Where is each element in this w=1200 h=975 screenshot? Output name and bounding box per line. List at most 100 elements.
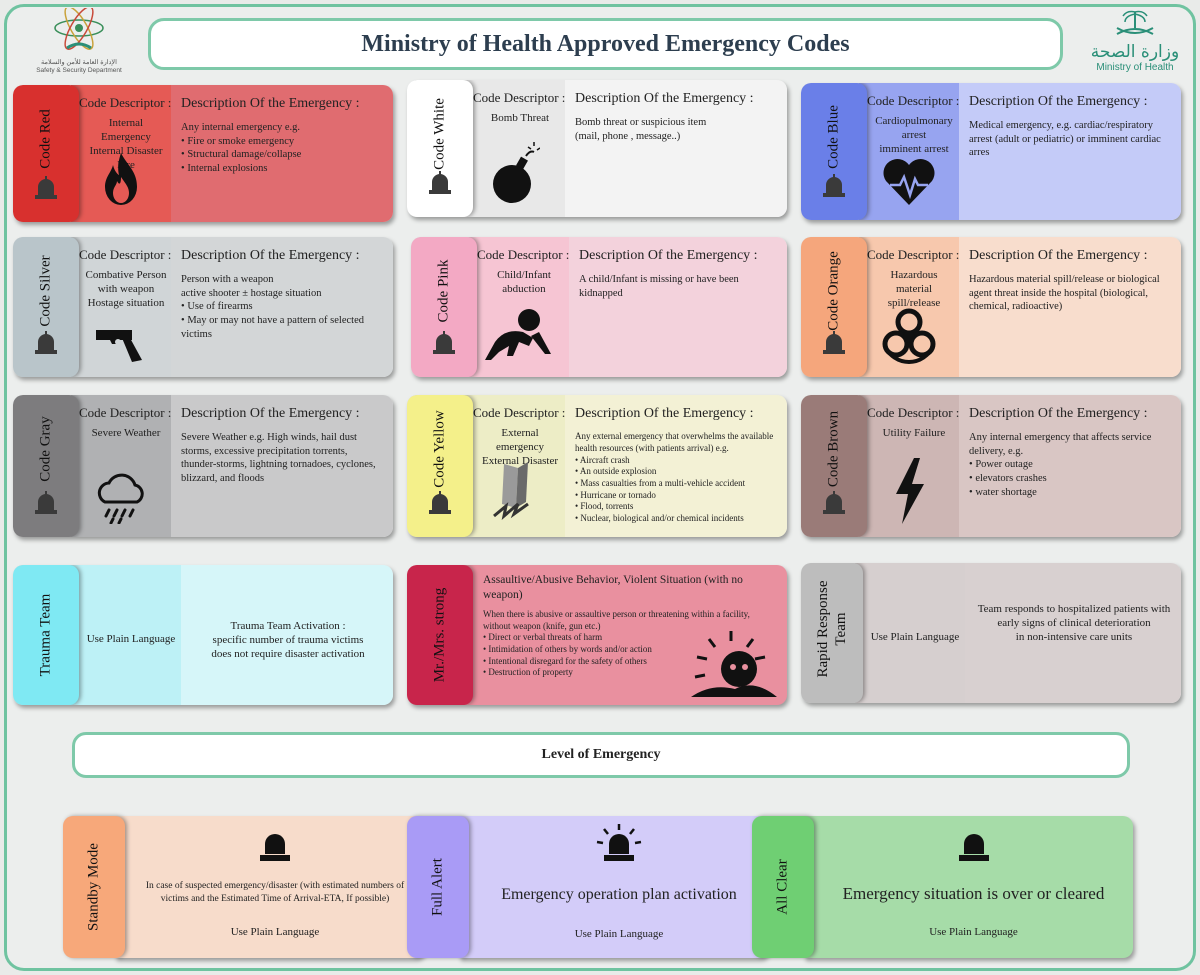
list-item: elevators crashes [969,472,1173,486]
safety-security-logo: الإدارة العامة للأمن والسلامة Safety & S… [24,6,134,78]
bell-icon [433,331,455,354]
angry-sun-icon [691,631,777,697]
code-white-card: Code White Code Descriptor : Bomb Threat… [407,80,787,217]
code-orange-label: Code Orange [825,251,842,331]
standby-mode-footer: Use Plain Language [230,925,320,938]
code-brown-tab: Code Brown [801,395,867,537]
rapid-response-team-card: Rapid Response Team Use Plain Language T… [801,563,1181,703]
code-gray-descriptor-heading: Code Descriptor : [79,405,172,420]
code-gray-description-intro: Severe Weather e.g. High winds, hail dus… [181,432,376,485]
siren-off-icon [958,834,989,861]
all-clear-body: Emergency situation is over or cleared U… [804,816,1133,958]
code-yellow-description: Description Of the Emergency : Any exter… [565,395,787,537]
code-brown-descriptor-text: Utility Failure [882,427,946,440]
logo-right-arabic: وزارة الصحة [1090,42,1180,62]
list-item: Internal explosions [181,162,385,176]
code-yellow-description-heading: Description Of the Emergency : [575,406,754,421]
list-item: An outside explosion [575,466,779,478]
mr-mrs-strong-intro: When there is abusive or assaultive pers… [483,608,750,631]
code-gray-descriptor-text: Severe Weather [91,427,161,440]
code-pink-description-intro: A child/Infant is missing or have been k… [579,274,739,299]
code-gray-description: Description Of the Emergency : Severe We… [171,395,393,537]
list-item: May or may not have a pattern of selecte… [181,314,385,341]
code-brown-description-heading: Description Of the Emergency : [969,406,1148,421]
code-brown-description-intro: Any internal emergency that affects serv… [969,432,1152,457]
bell-icon [429,171,451,194]
siren-off-icon [260,834,290,861]
list-item: Aircraft crash [575,455,779,467]
trauma-team-descriptor-text: Use Plain Language [86,633,176,646]
full-alert-label: Full Alert [429,858,446,916]
code-silver-tab: Code Silver [13,237,79,377]
list-item: Structural damage/collapse [181,148,385,162]
code-silver-descriptor-heading: Code Descriptor : [79,247,172,262]
full-alert-panel: Full Alert Emergency operation plan acti… [407,816,769,958]
code-orange-description: Description Of the Emergency : Hazardous… [959,237,1181,377]
code-red-tab: Code Red [13,85,79,222]
code-white-label: Code White [431,98,448,170]
code-white-description: Description Of the Emergency : Bomb thre… [565,80,787,217]
code-pink-descriptor: Code Descriptor : Child/Infant abduction [469,237,569,377]
code-gray-description-heading: Description Of the Emergency : [181,406,360,421]
mr-mrs-strong-label: Mr./Mrs. strong [431,587,448,683]
code-red-description-heading: Description Of the Emergency : [181,96,360,111]
code-red-description-intro: Any internal emergency e.g. [181,122,301,134]
full-alert-text: Emergency operation plan activation [501,886,737,903]
all-clear-text: Emergency situation is over or cleared [842,884,1105,903]
atom-logo-icon [54,6,104,50]
rapid-response-team-label: Rapid Response Team [815,580,849,678]
code-orange-tab: Code Orange [801,237,867,377]
trauma-team-card: Trauma Team Use Plain Language Trauma Te… [13,565,393,705]
code-gray-card: Code Gray Code Descriptor : Severe Weath… [13,395,393,537]
gun-icon [94,324,148,369]
bell-icon [823,491,845,514]
list-item: Intimidation of others by words and/or a… [483,644,779,656]
bell-icon [429,491,451,514]
fire-icon [101,151,141,214]
list-item: Nuclear, biological and/or chemical inci… [575,513,779,525]
code-yellow-description-list: Aircraft crashAn outside explosionMass c… [575,455,779,525]
code-pink-description-heading: Description Of the Emergency : [579,248,758,263]
rapid-response-team-tab: Rapid Response Team [801,563,863,703]
code-blue-description: Description Of the Emergency : Medical e… [959,83,1181,220]
code-orange-description-intro: Hazardous material spill/release or biol… [969,274,1160,313]
code-red-card: Code Red Code Descriptor : Internal Emer… [13,85,393,222]
code-blue-tab: Code Blue [801,83,867,220]
mr-mrs-strong-card: Mr./Mrs. strong Assaultive/Abusive Behav… [407,565,787,705]
code-orange-card: Code Orange Code Descriptor : Hazardous … [801,237,1181,377]
logo-left-arabic: الإدارة العامة للأمن والسلامة [41,59,117,66]
ministry-logo: وزارة الصحة Ministry of Health [1088,8,1182,78]
code-silver-description-heading: Description Of the Emergency : [181,248,360,263]
standby-mode-body: In case of suspected emergency/disaster … [115,816,425,958]
mr-mrs-strong-heading: Assaultive/Abusive Behavior, Violent Sit… [483,574,743,601]
code-blue-label: Code Blue [825,105,842,169]
code-white-description-heading: Description Of the Emergency : [575,91,754,106]
code-red-descriptor-heading: Code Descriptor : [79,95,172,110]
code-silver-card: Code Silver Code Descriptor : Combative … [13,237,393,377]
full-alert-tab: Full Alert [407,816,469,958]
code-gray-tab: Code Gray [13,395,79,537]
code-brown-descriptor-heading: Code Descriptor : [867,405,960,420]
level-of-emergency-heading: Level of Emergency [72,732,1130,778]
mr-mrs-strong-list: Direct or verbal threats of harmIntimida… [483,632,779,679]
code-blue-descriptor-heading: Code Descriptor : [867,93,960,108]
code-pink-card: Code Pink Code Descriptor : Child/Infant… [411,237,787,377]
code-pink-descriptor-text: Child/Infant abduction [497,269,551,295]
list-item: Hurricane or tornado [575,490,779,502]
bell-icon [35,491,57,514]
rapid-response-team-descriptor: Use Plain Language [855,563,965,703]
logo-left-english: Safety & Security Department [36,66,122,74]
code-silver-descriptor: Code Descriptor : Combative Person with … [71,237,171,377]
code-red-description: Description Of the Emergency : Any inter… [171,85,393,222]
list-item: Flood, torrents [575,501,779,513]
code-silver-description: Description Of the Emergency : Person wi… [171,237,393,377]
storm-cloud-icon [93,466,149,529]
code-brown-label: Code Brown [825,410,842,488]
code-white-tab: Code White [407,80,473,217]
code-white-descriptor-text: Bomb Threat [490,112,550,125]
trauma-team-label: Trauma Team [37,593,54,677]
baby-icon [485,306,553,369]
code-gray-label: Code Gray [37,416,54,482]
trauma-team-descriptor: Use Plain Language [71,565,181,705]
all-clear-panel: All Clear Emergency situation is over or… [752,816,1133,958]
